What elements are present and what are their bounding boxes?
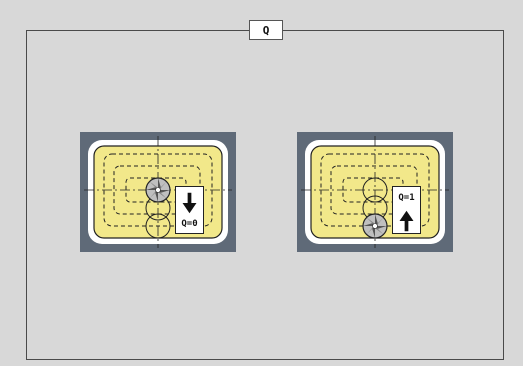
mode-label-q1: Q=1 [398, 193, 415, 203]
mode-label-box-q0: Q=0 [175, 186, 204, 234]
pocket-example-q1: Q=1 [297, 132, 453, 252]
up-arrow-icon [399, 210, 414, 232]
tool-path-circle [145, 213, 171, 239]
mode-label-box-q1: Q=1 [392, 186, 421, 234]
mode-label-q0: Q=0 [181, 219, 198, 229]
pocket-graphic-q0 [80, 132, 236, 252]
milling-cutter-icon [362, 213, 388, 239]
pocket-graphic-q1 [297, 132, 453, 252]
milling-cutter-icon [145, 177, 171, 203]
tool-path-circle [362, 177, 388, 203]
down-arrow-icon [182, 192, 197, 214]
pocket-example-q0: Q=0 [80, 132, 236, 252]
parameter-title: Q [249, 20, 283, 40]
